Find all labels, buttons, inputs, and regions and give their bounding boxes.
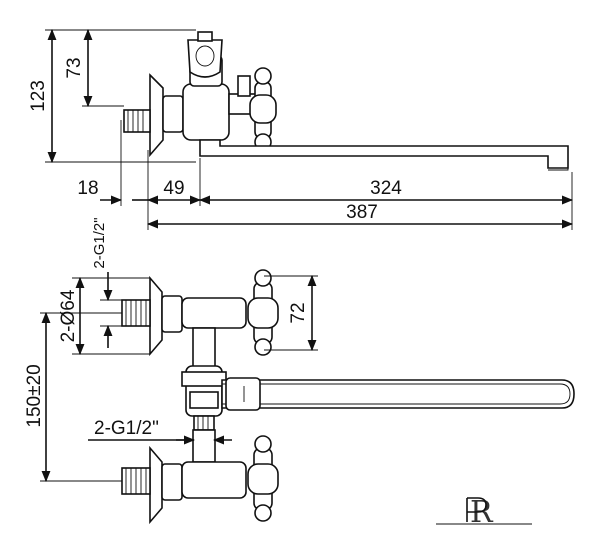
lower-valve-body [181, 461, 247, 499]
dim-flange-diameter: 2-Ø64 [58, 289, 79, 342]
lower-thread-connector [193, 415, 215, 431]
front-spout [221, 379, 575, 409]
dim-49: 49 [163, 178, 184, 199]
upper-wall-flange [149, 275, 163, 357]
lower-wall-flange [149, 445, 163, 525]
upper-connector-tube [192, 327, 216, 369]
dim-73: 73 [64, 57, 85, 78]
dim-18: 18 [77, 178, 98, 199]
front-view [121, 269, 575, 525]
top-wall-flange [149, 73, 164, 158]
lower-cross-handle [247, 435, 279, 522]
dim-72: 72 [288, 302, 309, 323]
brand-logo: R [436, 495, 532, 530]
top-connector-nut [162, 95, 184, 133]
upper-valve-body [181, 297, 247, 329]
dim-thread-top: 2-G1/2" [91, 217, 108, 268]
top-valve-body [182, 83, 230, 141]
top-shower-holder [187, 39, 223, 78]
upper-cross-handle [247, 269, 279, 356]
dim-center-distance: 150±20 [24, 364, 45, 427]
top-view [123, 31, 569, 171]
top-dimensions: 123 73 18 49 324 387 [28, 28, 574, 230]
dim-thread-bottom: 2-G1/2" [94, 418, 159, 439]
top-cross-handle [249, 67, 277, 151]
front-dimensions: 2-G1/2" 2-Ø64 72 150±20 2-G1/2" [24, 217, 318, 483]
dim-387: 387 [346, 202, 378, 223]
top-threaded-inlet [123, 109, 151, 133]
dim-123: 123 [28, 80, 49, 112]
dim-324: 324 [370, 178, 402, 199]
